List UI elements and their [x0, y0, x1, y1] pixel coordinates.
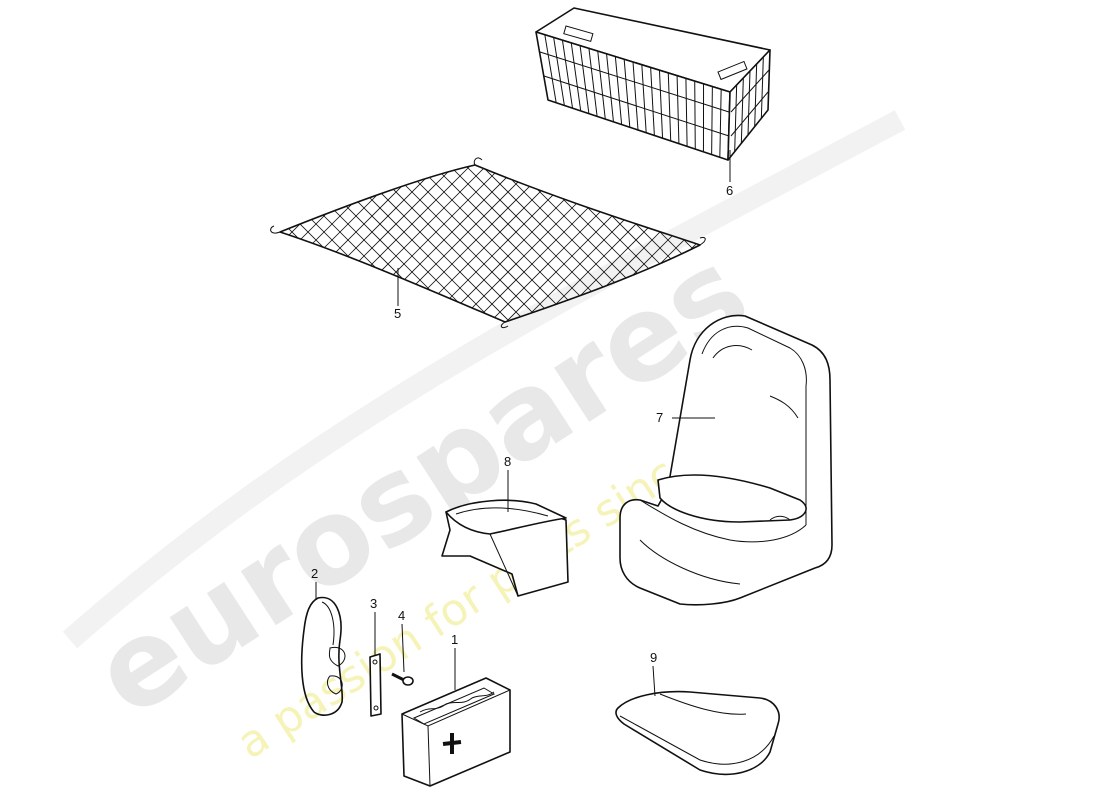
part-wire-basket: 6	[535, 7, 771, 198]
part-first-aid-kit: 1	[401, 632, 511, 787]
part-seat-pad: 9	[615, 650, 780, 776]
callout-4: 4	[398, 608, 405, 623]
part-screw: 4	[391, 608, 414, 686]
callout-5: 5	[394, 306, 401, 321]
part-bracket: 3	[369, 596, 382, 717]
part-booster-cushion: 8	[441, 454, 569, 597]
callout-1: 1	[451, 632, 458, 647]
callout-3: 3	[370, 596, 377, 611]
part-strap: 2	[300, 566, 346, 716]
callout-2: 2	[311, 566, 318, 581]
callout-7: 7	[656, 410, 663, 425]
callout-9: 9	[650, 650, 657, 665]
callout-6: 6	[726, 183, 733, 198]
callout-8: 8	[504, 454, 511, 469]
part-child-seat: 7	[619, 314, 833, 606]
